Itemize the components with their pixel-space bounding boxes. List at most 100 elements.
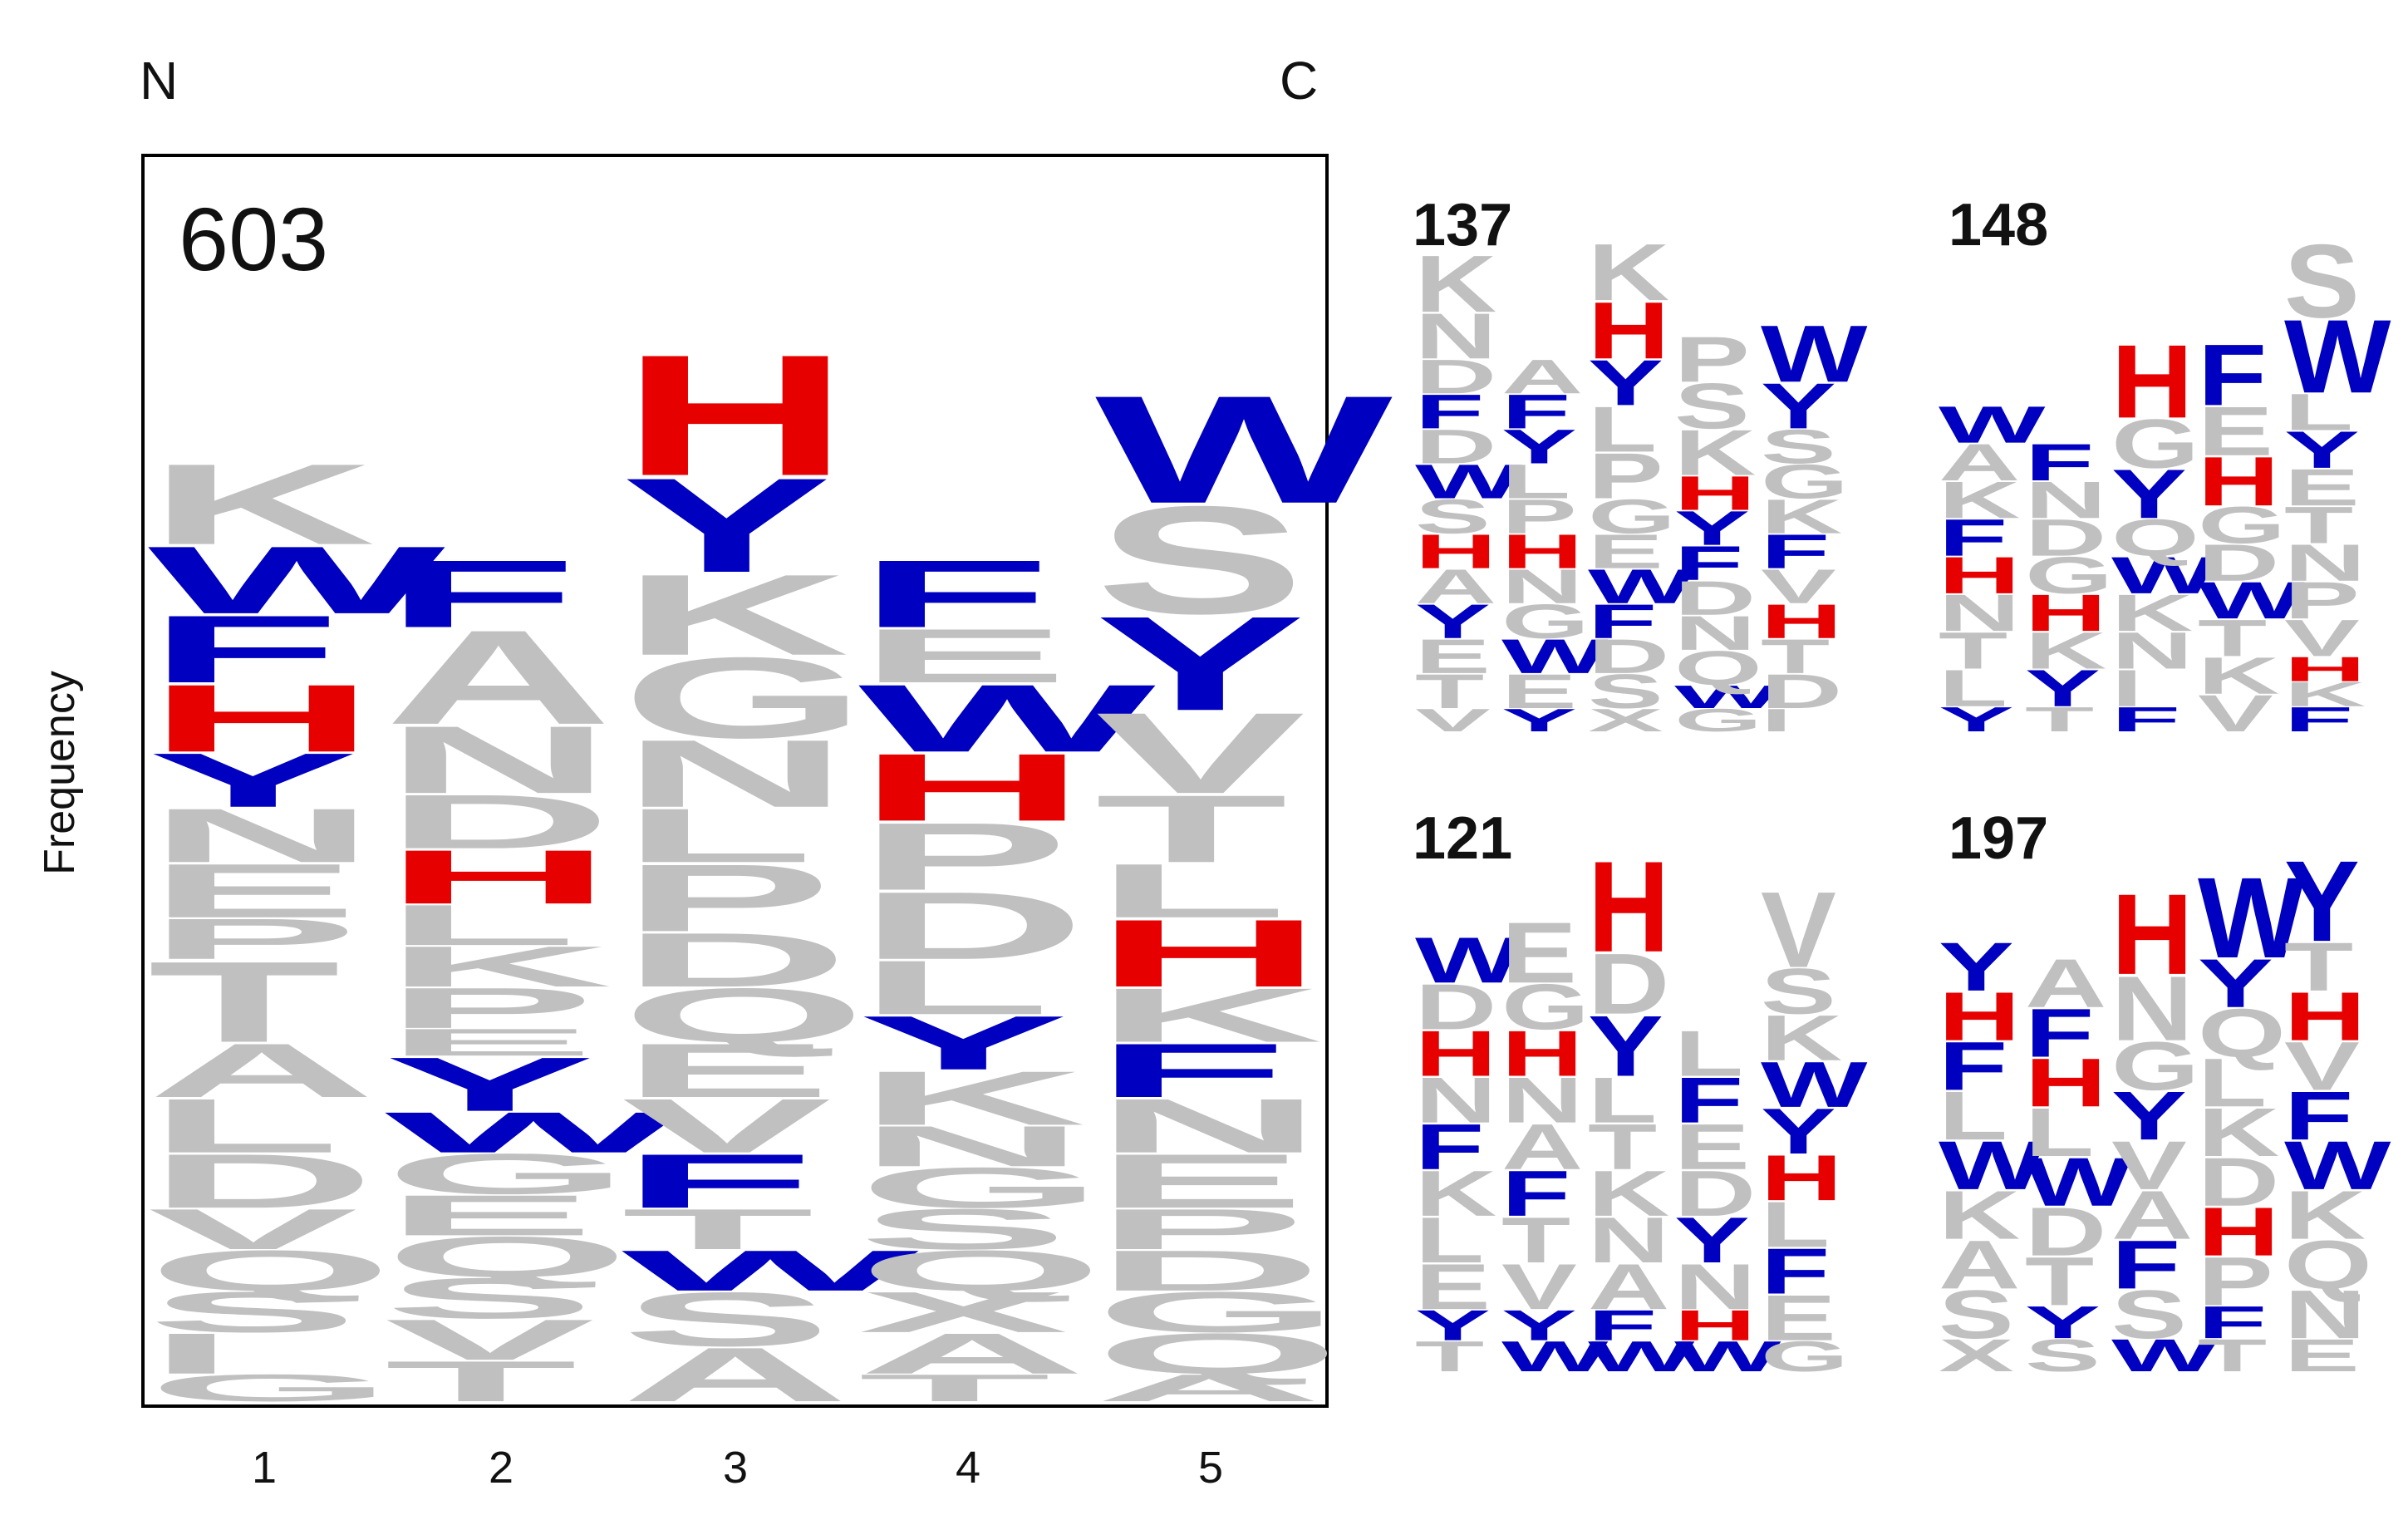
logo-letter-l: L xyxy=(1674,1017,1743,1090)
logo-letter-w: W xyxy=(2198,572,2304,630)
logo-letter-p: P xyxy=(622,844,832,952)
logo-letter-t: T xyxy=(2198,609,2267,667)
logo-letter-k: K xyxy=(385,934,612,999)
logo-letter-y: Y xyxy=(2025,659,2101,717)
logo-letter-l: L xyxy=(1095,848,1288,933)
logo-letter-k: K xyxy=(1939,1177,2020,1254)
logo-letter-p: P xyxy=(1501,489,1577,544)
logo-letter-l: L xyxy=(1501,455,1570,509)
logo-letter-g: G xyxy=(1588,489,1676,544)
logo-letter-g: G xyxy=(385,1142,630,1207)
logo-letter-y: Y xyxy=(1501,702,1577,739)
logo-letter-d: D xyxy=(148,1139,376,1224)
logo-letter-h: H xyxy=(2111,871,2193,999)
logo-letter-n: N xyxy=(1415,1064,1496,1136)
logo-letter-a: A xyxy=(1095,1366,1323,1409)
logo-letter-y: Y xyxy=(1501,1301,1577,1350)
logo-letter-e: E xyxy=(1761,1281,1836,1354)
logo-letter-f: F xyxy=(2111,1226,2180,1303)
logo-letter-f: F xyxy=(1415,385,1484,439)
logo-letter-l: L xyxy=(1939,659,2007,717)
logo-letter-l: L xyxy=(2025,1094,2094,1171)
logo-letter-g: G xyxy=(2111,405,2199,483)
logo-letter-k: K xyxy=(1415,239,1496,330)
logo-letter-t: T xyxy=(2284,496,2353,554)
logo-letter-p: P xyxy=(2198,1242,2273,1320)
logo-letter-h: H xyxy=(1761,1142,1842,1214)
logo-letter-f: F xyxy=(622,1139,814,1224)
logo-letter-x: X xyxy=(858,1280,1070,1345)
logo-letter-t: T xyxy=(1939,622,2007,680)
logo-letter-k: K xyxy=(2198,647,2279,705)
logo-letter-y: Y xyxy=(622,450,832,600)
logo-letter-q: Q xyxy=(148,1238,393,1303)
logo-letter-g: G xyxy=(1095,1280,1340,1345)
logo-letter-w: W xyxy=(1588,559,1695,613)
logo-letter-k: K xyxy=(1761,489,1842,544)
logo-letter-p: P xyxy=(148,907,358,972)
logo-letter-v: V xyxy=(1501,1251,1577,1323)
logo-letter-h: H xyxy=(858,734,1086,841)
logo-letter-e: E xyxy=(1501,665,1577,719)
logo-letter-e: E xyxy=(858,613,1069,699)
logo-letter-y: Y xyxy=(1761,371,1836,442)
logo-letter-n: N xyxy=(2284,1276,2366,1353)
logo-letter-t: T xyxy=(385,1349,577,1414)
logo-letter-f: F xyxy=(858,540,1051,647)
logo-letter-v: V xyxy=(2284,1027,2360,1104)
logo-letter-e: E xyxy=(385,1021,595,1064)
logo-letter-i: I xyxy=(2111,659,2143,717)
logo-letter-q: Q xyxy=(2111,509,2199,567)
logo-letter-t: T xyxy=(858,1366,1051,1409)
logo-letter-n: N xyxy=(1095,1083,1323,1168)
logo-letter-d: D xyxy=(1761,665,1842,719)
logo-letter-w: W xyxy=(1939,1127,2046,1204)
logo-letter-q: Q xyxy=(1095,1321,1340,1386)
logo-letter-k: K xyxy=(1588,1158,1669,1230)
logo-letter-h: H xyxy=(2025,584,2106,642)
logo-letter-v: V xyxy=(2284,609,2360,667)
logo-letter-l: L xyxy=(2198,1044,2267,1121)
c-terminus-label: C xyxy=(1280,51,1319,111)
logo-letter-w: W xyxy=(1939,396,2045,454)
logo-letter-w: W xyxy=(1095,364,1395,535)
logo-letter-s: S xyxy=(2111,1276,2187,1353)
logo-letter-e: E xyxy=(148,848,358,933)
logo-letter-i: I xyxy=(148,1321,235,1386)
logo-letter-k: K xyxy=(2111,584,2193,642)
logo-letter-w: W xyxy=(1761,309,1868,400)
logo-letter-w: W xyxy=(148,527,448,634)
logo-letter-t: T xyxy=(1095,775,1288,883)
logo-letter-f: F xyxy=(2198,326,2267,423)
logo-letter-d: D xyxy=(1674,571,1756,625)
logo-letter-y: Y xyxy=(1939,928,2014,1006)
logo-letter-d: D xyxy=(1415,420,1496,474)
logo-letter-h: H xyxy=(1501,1017,1583,1090)
logo-letter-y: Y xyxy=(1095,588,1305,739)
logo-letter-g: G xyxy=(148,1366,393,1409)
logo-letter-y: Y xyxy=(2111,455,2187,534)
logo-letter-e: E xyxy=(1415,629,1491,683)
logo-letter-y: Y xyxy=(385,1041,595,1127)
logo-letter-h: H xyxy=(622,318,849,512)
logo-letter-t: T xyxy=(1761,629,1830,683)
logo-letter-h: H xyxy=(1588,835,1669,980)
logo-letter-k: K xyxy=(1761,1001,1842,1074)
logo-letter-s: S xyxy=(622,1277,832,1362)
logo-letter-k: K xyxy=(1939,471,2020,529)
logo-letter-f: F xyxy=(385,540,577,647)
logo-letter-l: L xyxy=(1588,394,1657,465)
panel-title-121: 121 xyxy=(1413,805,1513,872)
logo-letter-h: H xyxy=(1415,524,1496,578)
logo-letter-f: F xyxy=(1588,594,1657,648)
logo-letter-y: Y xyxy=(1501,420,1577,474)
logo-letter-e: E xyxy=(1588,524,1663,578)
logo-letter-k: K xyxy=(2284,675,2366,714)
logo-letter-k: K xyxy=(2198,1094,2279,1171)
logo-letter-f: F xyxy=(1939,509,2007,567)
logo-letter-w: W xyxy=(1501,1332,1609,1380)
logo-letter-y: Y xyxy=(858,1000,1069,1085)
logo-letter-x: X xyxy=(1588,702,1663,739)
logo-letter-n: N xyxy=(1939,584,2020,642)
